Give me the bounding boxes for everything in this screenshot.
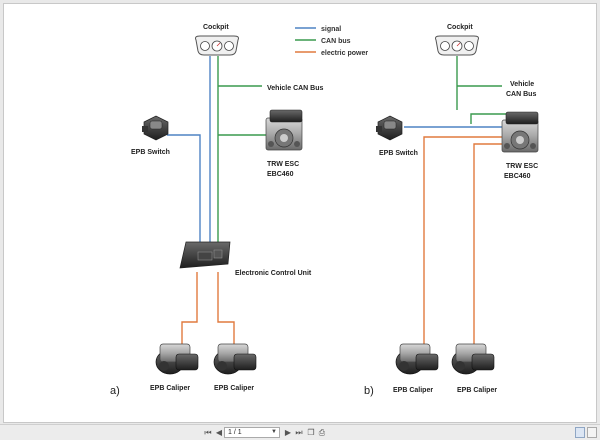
b-vehicle-label-line2: CAN Bus [506, 91, 536, 98]
b-caliper-left-label: EPB Caliper [393, 387, 433, 394]
legend-signal-label: signal [321, 26, 341, 33]
b-esc-unit [501, 111, 539, 153]
diagram-a-wiring [167, 56, 266, 344]
two-page-view-button[interactable] [587, 427, 597, 438]
a-esc-label-line1: TRW ESC [267, 161, 299, 168]
page-select[interactable]: 1 / 1 ▼ [224, 427, 280, 438]
epb-architecture-diagram: signal CAN bus electric power [110, 24, 539, 397]
a-epb-switch [142, 115, 169, 141]
b-caliper-left [395, 343, 439, 375]
b-panel-label: b) [364, 385, 374, 397]
legend: signal CAN bus electric power [295, 26, 368, 57]
a-caliper-right-label: EPB Caliper [214, 385, 254, 392]
a-power-right-caliper [217, 272, 235, 344]
a-caliper-left-label: EPB Caliper [150, 385, 190, 392]
a-epb-switch-label: EPB Switch [131, 149, 170, 156]
b-power-right-caliper [473, 143, 504, 344]
b-epb-switch-label: EPB Switch [379, 150, 418, 157]
document-page: signal CAN bus electric power [3, 3, 597, 423]
b-esc-label-line1: TRW ESC [506, 163, 538, 170]
print-icon[interactable]: ⎙ [318, 428, 326, 437]
b-caliper-right [451, 343, 495, 375]
b-cockpit-label: Cockpit [447, 24, 473, 31]
single-page-view-button[interactable] [575, 427, 585, 438]
b-cockpit-cluster [435, 35, 479, 56]
b-esc-label-line2: EBC460 [504, 173, 531, 180]
next-page-button[interactable]: ▶ [284, 428, 292, 437]
a-ecu-label: Electronic Control Unit [235, 270, 312, 277]
b-epb-switch [376, 115, 403, 141]
chevron-down-icon: ▼ [271, 429, 277, 435]
b-vehicle-label-line1: Vehicle [510, 81, 534, 88]
viewer-toolbar: ⏮ ◀ 1 / 1 ▼ ▶ ⏭ ❐ ⎙ [0, 424, 600, 440]
a-esc-unit [265, 109, 303, 151]
a-vehicle-can-bus-label: Vehicle CAN Bus [267, 85, 324, 92]
b-power-left-caliper [423, 136, 502, 344]
a-caliper-left [155, 343, 199, 375]
legend-can-bus-label: CAN bus [321, 38, 351, 45]
first-page-button[interactable]: ⏮ [204, 428, 212, 437]
last-page-button[interactable]: ⏭ [295, 428, 303, 437]
a-cockpit-label: Cockpit [203, 24, 229, 31]
a-caliper-right [213, 343, 257, 375]
b-caliper-right-label: EPB Caliper [457, 387, 497, 394]
a-ecu-box [179, 241, 231, 269]
a-esc-label-line2: EBC460 [267, 171, 294, 178]
page-indicator: 1 / 1 [228, 429, 242, 436]
a-power-left-caliper [181, 272, 198, 344]
copy-page-icon[interactable]: ❐ [307, 428, 315, 437]
a-panel-label: a) [110, 385, 120, 397]
a-cockpit-cluster [195, 35, 239, 56]
a-signal-switch-ecu [167, 134, 201, 252]
previous-page-button[interactable]: ◀ [215, 428, 223, 437]
diagram-b-wiring [404, 56, 513, 344]
legend-electric-power-label: electric power [321, 50, 368, 57]
